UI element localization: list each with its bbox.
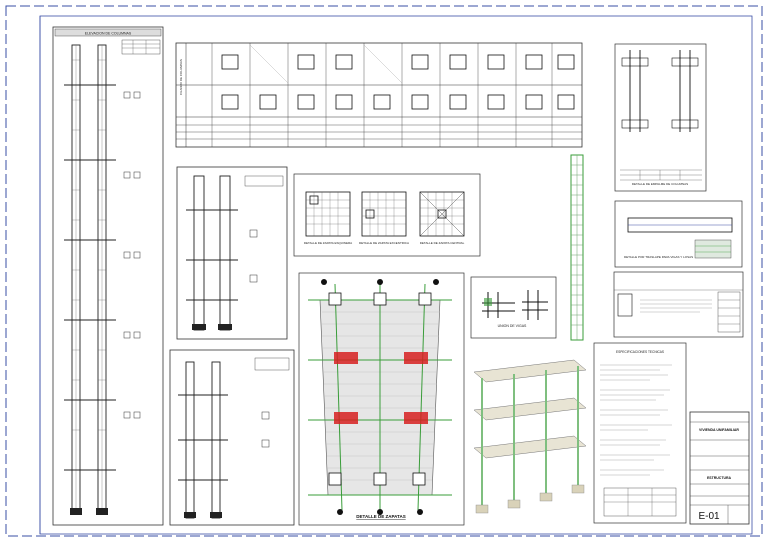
sheet-dashed-border (5, 5, 763, 537)
column-3d-rebar (570, 154, 584, 341)
column-elevation-header: ELEVACION DE COLUMNAS (85, 32, 132, 36)
notes-panel (613, 271, 744, 338)
footing-plan-title: DETALLE DE ZAPATAS (356, 514, 405, 519)
specifications-panel: ESPECIFICACIONES TECNICAS (593, 342, 687, 524)
beam-joint-title: UNION DE VIGAS (498, 324, 527, 328)
specifications-title: ESPECIFICACIONES TECNICAS (616, 350, 664, 354)
footing-detail-2-title: DETALLE DE ZAPATA EXCENTRICA (359, 241, 409, 245)
footing-detail-3-title: DETALLE DE ZAPATA CENTRAL (420, 241, 465, 245)
sheet-number: E-01 (698, 511, 720, 522)
overlap-detail-title: DETALLE POR TRASLAPE PARA VIGAS Y LOSAS (624, 255, 693, 259)
footing-detail-1-title: DETALLE DE ZAPATA ESQUINERA (304, 241, 352, 245)
beam-joint-detail-panel: UNION DE VIGAS (470, 276, 557, 339)
splice-detail-title: DETALLE DE EMPALME DE COLUMNAS (632, 182, 688, 186)
footing-plan-panel: DETALLE DE ZAPATAS (298, 272, 465, 526)
structure-3d-view (473, 359, 587, 514)
discipline-label: ESTRUCTURA (707, 476, 732, 480)
footing-details-panel: DETALLE DE ZAPATA ESQUINERA DETALLE DE Z… (293, 173, 481, 257)
column-elevation-detail-b (169, 349, 295, 526)
column-elevation-panel: ELEVACION DE COLUMNAS (52, 26, 164, 526)
project-name: VIVIENDA UNIFAMILIAR (699, 428, 739, 432)
column-splice-detail-panel: DETALLE DE EMPALME DE COLUMNAS (614, 43, 707, 192)
column-table-header: CUADRO DE COLUMNAS (179, 59, 183, 95)
column-schedule-table: CUADRO DE COLUMNAS (175, 42, 583, 148)
overlap-detail-panel: DETALLE POR TRASLAPE PARA VIGAS Y LOSAS (614, 200, 743, 268)
column-elevation-detail-a (176, 166, 288, 340)
title-block: VIVIENDA UNIFAMILIAR ESTRUCTURA E-01 (689, 411, 750, 525)
